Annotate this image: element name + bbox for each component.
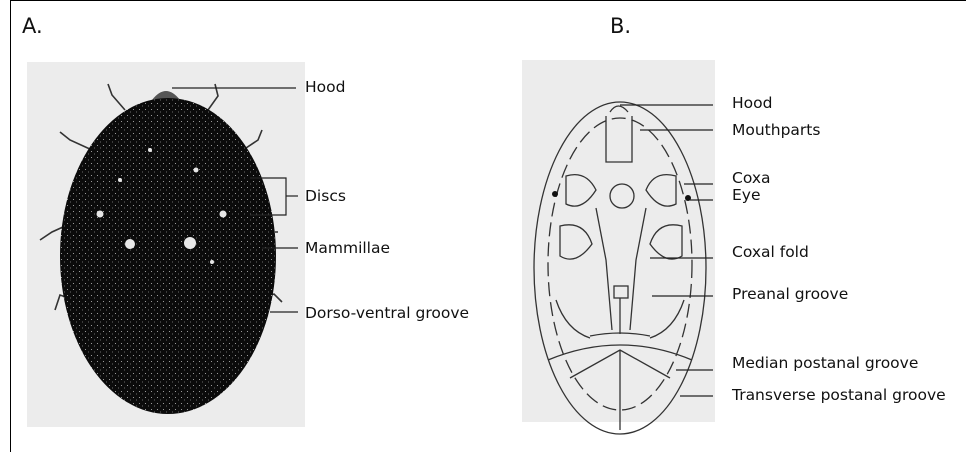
label-mouthparts: Mouthparts	[732, 123, 820, 139]
eye-dot	[552, 191, 558, 197]
disc	[220, 211, 227, 218]
label-discs: Discs	[305, 189, 346, 205]
label-dorso-ventral-groove: Dorso-ventral groove	[305, 306, 469, 322]
label-coxa: Coxa	[732, 171, 771, 187]
disc	[118, 178, 122, 182]
disc	[194, 168, 199, 173]
disc	[148, 148, 152, 152]
disc	[210, 260, 214, 264]
label-hood-b: Hood	[732, 96, 772, 112]
label-hood-a: Hood	[305, 80, 345, 96]
label-coxal-fold: Coxal fold	[732, 245, 809, 261]
label-eye: Eye	[732, 188, 761, 204]
disc	[97, 211, 104, 218]
label-mammillae: Mammillae	[305, 241, 390, 257]
label-transverse-postanal-groove: Transverse postanal groove	[732, 388, 946, 404]
mammilla	[184, 237, 196, 249]
mammilla	[125, 239, 135, 249]
label-median-postanal-groove: Median postanal groove	[732, 356, 918, 372]
label-preanal-groove: Preanal groove	[732, 287, 848, 303]
tick-body	[60, 98, 276, 414]
